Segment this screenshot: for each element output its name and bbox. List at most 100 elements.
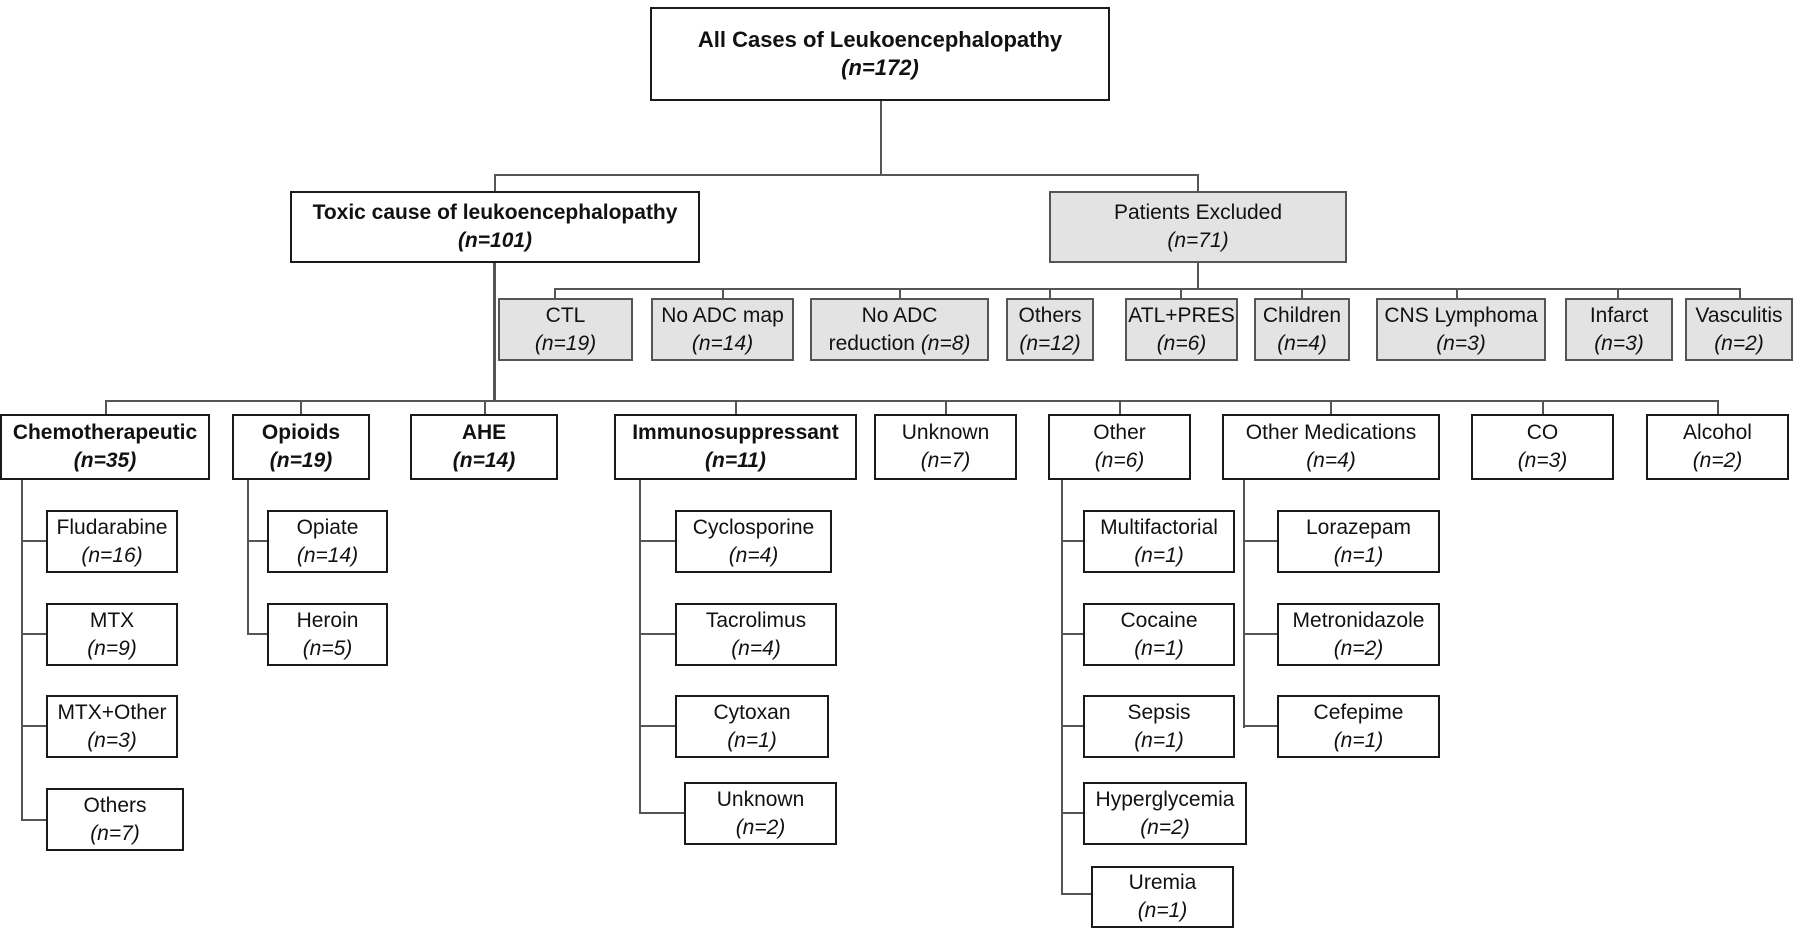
subcategory-count: (n=9) — [87, 636, 137, 660]
category-count: (n=2) — [1692, 449, 1743, 472]
connector — [494, 174, 496, 191]
exclusion-count: (n=3) — [1594, 331, 1644, 355]
connector — [1243, 480, 1245, 728]
connector — [1061, 893, 1091, 895]
root-box: All Cases of Leukoencephalopathy (n=172) — [650, 7, 1110, 101]
subcategory-count: (n=2) — [1333, 636, 1384, 660]
connector — [945, 400, 947, 414]
connector — [1061, 480, 1063, 895]
connector — [105, 400, 107, 414]
subcategory-box-cocaine: Cocaine (n=1) — [1083, 603, 1235, 666]
exclusion-count: (n=3) — [1436, 331, 1486, 355]
connector — [1061, 812, 1083, 814]
connector — [639, 480, 641, 814]
connector — [21, 633, 46, 635]
exclusion-box-atl-pres: ATL+PRES (n=6) — [1125, 298, 1238, 361]
connector — [1243, 633, 1277, 635]
subcategory-label: Tacrolimus — [705, 608, 807, 632]
subcategory-box-heroin: Heroin (n=5) — [267, 603, 388, 666]
connector — [247, 480, 249, 635]
root-count: (n=172) — [841, 55, 919, 80]
subcategory-count: (n=1) — [1134, 636, 1184, 660]
exclusion-label: ATL+PRES — [1128, 303, 1235, 327]
exclusion-label: Children — [1262, 303, 1342, 327]
subcategory-count: (n=1) — [727, 728, 777, 752]
exclusion-box-cns-lymphoma: CNS Lymphoma (n=3) — [1376, 298, 1546, 361]
exclusion-count: (n=8) — [920, 331, 971, 355]
connector — [1049, 288, 1051, 298]
category-count: (n=19) — [269, 449, 333, 472]
exclusion-count: (n=14) — [691, 331, 754, 355]
subcategory-box-uremia: Uremia (n=1) — [1091, 866, 1234, 928]
subcategory-label: Sepsis — [1127, 700, 1191, 724]
category-box-co: CO (n=3) — [1471, 414, 1614, 480]
exclusion-count: (n=4) — [1277, 331, 1327, 355]
connector — [247, 540, 267, 542]
exclusion-box-infarct: Infarct (n=3) — [1565, 298, 1673, 361]
category-label: CO — [1526, 421, 1559, 444]
connector — [1119, 400, 1121, 414]
subcategory-box-unknown: Unknown (n=2) — [684, 782, 837, 845]
connector — [722, 288, 724, 298]
connector — [1061, 633, 1083, 635]
subcategory-box-metronidazole: Metronidazole (n=2) — [1277, 603, 1440, 666]
subcategory-label: Fludarabine — [56, 515, 168, 539]
subcategory-label: Others — [83, 793, 147, 817]
toxic-cause-box: Toxic cause of leukoencephalopathy (n=10… — [290, 191, 700, 263]
exclusion-box-no-adc-map: No ADC map (n=14) — [651, 298, 794, 361]
connector — [554, 288, 1741, 290]
connector — [554, 288, 556, 298]
subcategory-label: Heroin — [296, 608, 359, 632]
category-label: Unknown — [901, 421, 990, 444]
category-label: AHE — [461, 421, 507, 444]
category-box-other-medications: Other Medications (n=4) — [1222, 414, 1440, 480]
category-count: (n=4) — [1306, 449, 1356, 472]
subcategory-label: MTX+Other — [57, 700, 167, 724]
connector — [1717, 400, 1719, 414]
subcategory-box-others: Others (n=7) — [46, 788, 184, 851]
category-box-alcohol: Alcohol (n=2) — [1646, 414, 1789, 480]
connector — [1617, 288, 1619, 298]
category-box-unknown: Unknown (n=7) — [874, 414, 1017, 480]
category-label: Alcohol — [1683, 421, 1752, 444]
connector — [1061, 540, 1083, 542]
toxic-cause-label: Toxic cause of leukoencephalopathy — [312, 201, 678, 224]
subcategory-count: (n=1) — [1134, 543, 1184, 567]
subcategory-box-opiate: Opiate (n=14) — [267, 510, 388, 573]
exclusion-box-ctl: CTL (n=19) — [498, 298, 633, 361]
exclusion-box-others: Others (n=12) — [1006, 298, 1094, 361]
exclusion-box-children: Children (n=4) — [1254, 298, 1350, 361]
subcategory-label: Cyclosporine — [692, 515, 815, 539]
subcategory-label: MTX — [89, 608, 135, 632]
subcategory-box-cytoxan: Cytoxan (n=1) — [675, 695, 829, 758]
exclusion-label-line-2: reduction (n=8) — [829, 330, 971, 358]
category-box-chemotherapeutic: Chemotherapeutic (n=35) — [0, 414, 210, 480]
category-count: (n=11) — [705, 449, 766, 472]
category-label: Other Medications — [1245, 421, 1417, 444]
subcategory-count: (n=16) — [81, 543, 143, 567]
category-count: (n=14) — [452, 449, 516, 472]
connector — [247, 633, 267, 635]
connector — [639, 812, 684, 814]
connector — [105, 400, 1719, 402]
subcategory-label: Lorazepam — [1305, 515, 1412, 539]
subcategory-box-tacrolimus: Tacrolimus (n=4) — [675, 603, 837, 666]
connector — [1330, 400, 1332, 414]
subcategory-count: (n=5) — [302, 636, 353, 660]
subcategory-box-sepsis: Sepsis (n=1) — [1083, 695, 1235, 758]
subcategory-box-cefepime: Cefepime (n=1) — [1277, 695, 1440, 758]
category-box-immunosuppressant: Immunosuppressant (n=11) — [614, 414, 857, 480]
category-count: (n=6) — [1094, 449, 1145, 472]
connector — [21, 480, 23, 821]
subcategory-count: (n=4) — [731, 636, 781, 660]
subcategory-label: Uremia — [1128, 871, 1197, 894]
exclusion-label-line-2-text: reduction — [828, 331, 915, 355]
category-label: Immunosuppressant — [632, 421, 839, 444]
patients-excluded-box: Patients Excluded (n=71) — [1049, 191, 1347, 263]
subcategory-count: (n=2) — [735, 815, 786, 839]
category-count: (n=3) — [1517, 449, 1568, 472]
subcategory-count: (n=2) — [1140, 815, 1190, 839]
exclusion-box-vasculitis: Vasculitis (n=2) — [1685, 298, 1793, 361]
patients-excluded-label: Patients Excluded — [1113, 201, 1283, 224]
